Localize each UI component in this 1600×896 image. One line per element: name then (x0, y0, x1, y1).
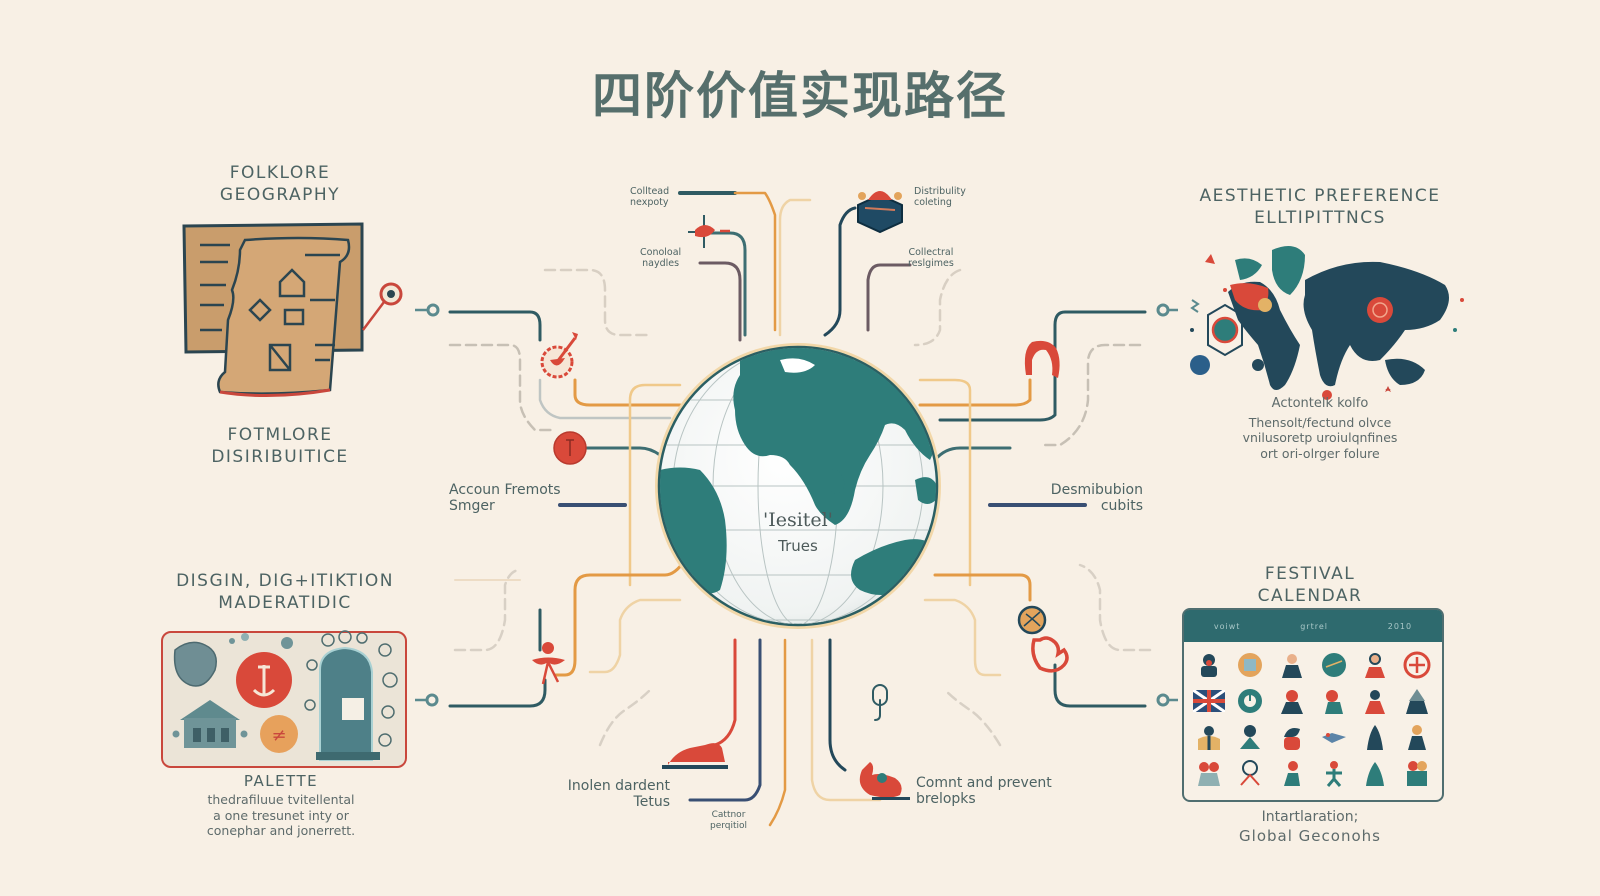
svg-text:≠: ≠ (271, 725, 286, 746)
person-icon[interactable] (1190, 650, 1228, 680)
section-title-line1: AESTHETIC PREFERENCE (1199, 186, 1441, 206)
person-icon[interactable] (1315, 686, 1353, 716)
festival-calendar-section: FESTIVAL CALENDAR (1180, 563, 1440, 607)
flag-icon[interactable] (1190, 686, 1228, 716)
festival-calendar: voiwt grtrel 2010 (1182, 608, 1444, 802)
person-icon[interactable] (1357, 722, 1395, 752)
animal-icon (859, 762, 910, 800)
node-label-cattnor: Cattnor perqitiol (710, 810, 748, 831)
calendar-header: voiwt grtrel 2010 (1184, 610, 1442, 642)
connector-knobs (415, 303, 1178, 707)
calendar-header-col: voiwt (1213, 621, 1241, 631)
person-icon[interactable] (1398, 722, 1436, 752)
person-icon[interactable] (1273, 722, 1311, 752)
fish-icon[interactable] (1315, 722, 1353, 752)
person-icon[interactable] (1357, 686, 1395, 716)
aesthetic-caption: Actontelk kolfo Thensolt/fectund olvce v… (1242, 396, 1398, 461)
globe-label-line1: 'Iesitel' (763, 509, 833, 531)
globe-icon[interactable] (1315, 650, 1353, 680)
page-title: 四阶价值实现路径 (592, 67, 1008, 125)
cross-icon[interactable] (1398, 650, 1436, 680)
aesthetic-preference-section: AESTHETIC PREFERENCE ELLTIPITTNCS (1180, 185, 1460, 229)
node-label-collected-property: Colltead nexpoty (630, 186, 670, 208)
folklore-distribution-label: FOTMLORE DISIRIBUITICE (211, 425, 349, 467)
design-distinction-section: DISGIN, DIG+ITIKTION MADERATIDIC (160, 570, 410, 614)
node-label-distributivity: Distribulity coleting (914, 186, 966, 208)
person-icon[interactable] (1232, 722, 1270, 752)
section-title-line1: FOLKLORE (229, 163, 331, 183)
node-label-comnt-prevent: Comnt and prevent brelopks (916, 775, 1052, 807)
calendar-grid (1184, 642, 1442, 796)
festival-caption: Intartlaration; Global Geconohs (1239, 809, 1381, 845)
gift-icon[interactable] (1398, 758, 1436, 788)
person-icon[interactable] (1315, 758, 1353, 788)
calendar-header-col: 2010 (1387, 621, 1413, 631)
dancer-icon (532, 642, 565, 685)
node-label-conical-cycles: Conoloal naydles (640, 247, 682, 269)
temple-icon (857, 191, 903, 234)
clock-icon[interactable] (1232, 686, 1270, 716)
target-icon (540, 332, 578, 379)
section-title-line2: MADERATIDIC (218, 593, 352, 613)
node-label-inolen-dardent: Inolen dardent Tetus (567, 778, 670, 810)
folklore-geography-section: FOLKLORE GEOGRAPHY (180, 162, 380, 206)
palette-caption: PALETTE thedrafiluue tvitellental a one … (206, 772, 356, 838)
section-title-line1: FESTIVAL (1264, 564, 1356, 584)
person-icon[interactable] (1357, 650, 1395, 680)
person-icon[interactable] (1232, 758, 1270, 788)
person-icon[interactable] (1398, 686, 1436, 716)
person-icon[interactable] (1273, 650, 1311, 680)
person-icon[interactable] (1273, 686, 1311, 716)
people-icon[interactable] (1190, 758, 1228, 788)
frame-icon[interactable] (1232, 650, 1270, 680)
shoe-icon (662, 743, 728, 769)
person-icon[interactable] (1190, 722, 1228, 752)
person-icon[interactable] (1357, 758, 1395, 788)
section-title-line2: GEOGRAPHY (219, 185, 341, 205)
node-label-collective-religions: Collectral reslgimes (908, 247, 954, 269)
node-label-account-fremots: Accoun Fremots Smger (449, 482, 561, 514)
calendar-header-col: grtrel (1300, 621, 1328, 631)
node-label-desmibubion: Desmibubion cubits (1050, 482, 1143, 514)
section-title-line2: ELLTIPITTNCS (1254, 208, 1386, 228)
person-icon[interactable] (1273, 758, 1311, 788)
section-title-line1: DISGIN, DIG+ITIKTION (176, 571, 394, 591)
globe-label-line2: Trues (778, 537, 818, 555)
section-title-line2: CALENDAR (1257, 586, 1363, 606)
